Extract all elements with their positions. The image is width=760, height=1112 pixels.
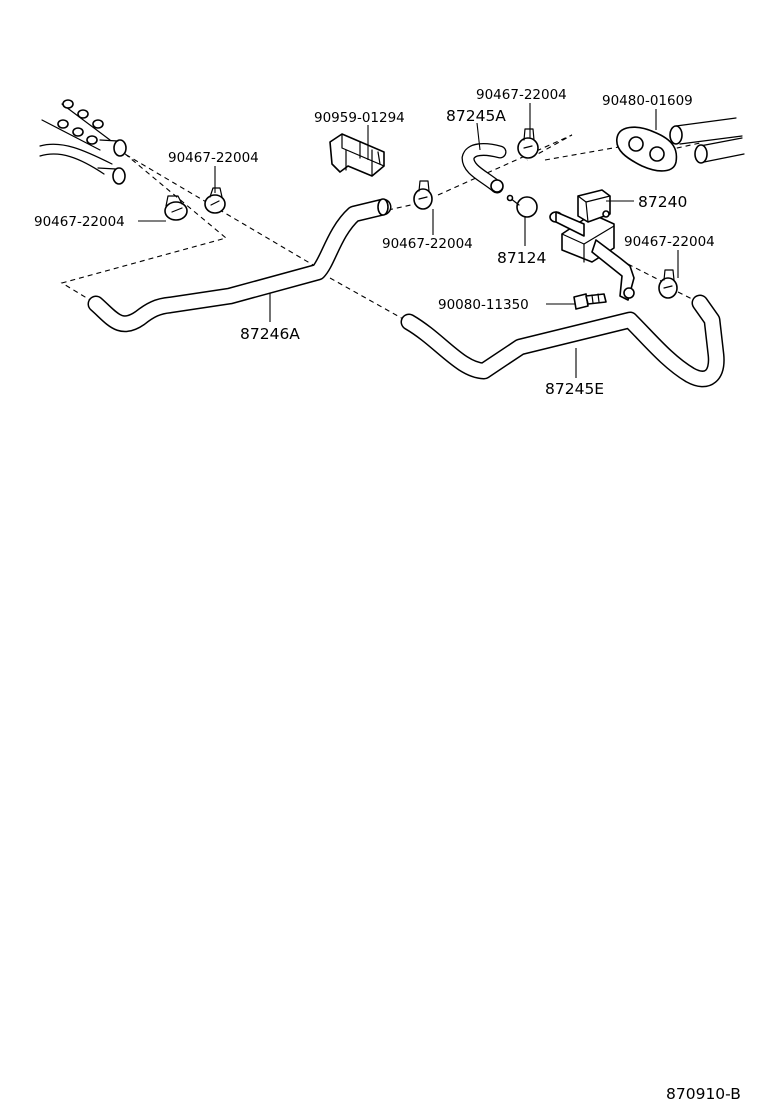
label-hose-87246a: 87246A <box>240 325 300 343</box>
label-valve-87240: 87240 <box>638 193 687 211</box>
clamp-left <box>164 195 188 221</box>
holder-90959-01294 <box>329 133 385 177</box>
clamp-87124 <box>506 194 538 218</box>
clamp-upper-left <box>204 187 226 214</box>
label-clamp-upper-left: 90467-22004 <box>168 150 259 166</box>
label-hose-87245a: 87245A <box>446 107 506 125</box>
hose-87245a <box>461 143 507 194</box>
clamp-right <box>658 269 678 299</box>
label-clamp-right: 90467-22004 <box>624 234 715 250</box>
label-clamp-top: 90467-22004 <box>476 87 567 103</box>
clamp-top <box>517 128 539 159</box>
bolt-90080-11350 <box>573 293 607 310</box>
label-clamp-left: 90467-22004 <box>34 214 125 230</box>
part-labels: 90467-22004 90467-22004 90959-01294 9046… <box>34 87 715 398</box>
label-clamp-mid: 90467-22004 <box>382 236 473 252</box>
water-valve-87240 <box>549 189 635 301</box>
label-holder: 90959-01294 <box>314 110 405 126</box>
label-gasket: 90480-01609 <box>602 93 693 109</box>
diagram-code: 870910-B <box>666 1085 741 1103</box>
engine-pipe-assembly <box>39 99 127 185</box>
gasket-90480-01609 <box>616 126 678 172</box>
hose-87245e <box>400 294 725 388</box>
heater-pipes <box>669 117 745 164</box>
hose-87246a <box>87 198 392 333</box>
label-clamp-87124: 87124 <box>497 249 546 267</box>
clamp-mid <box>413 180 433 210</box>
label-hose-87245e: 87245E <box>545 380 604 398</box>
label-bolt: 90080-11350 <box>438 297 529 313</box>
leader-lines <box>138 103 679 378</box>
